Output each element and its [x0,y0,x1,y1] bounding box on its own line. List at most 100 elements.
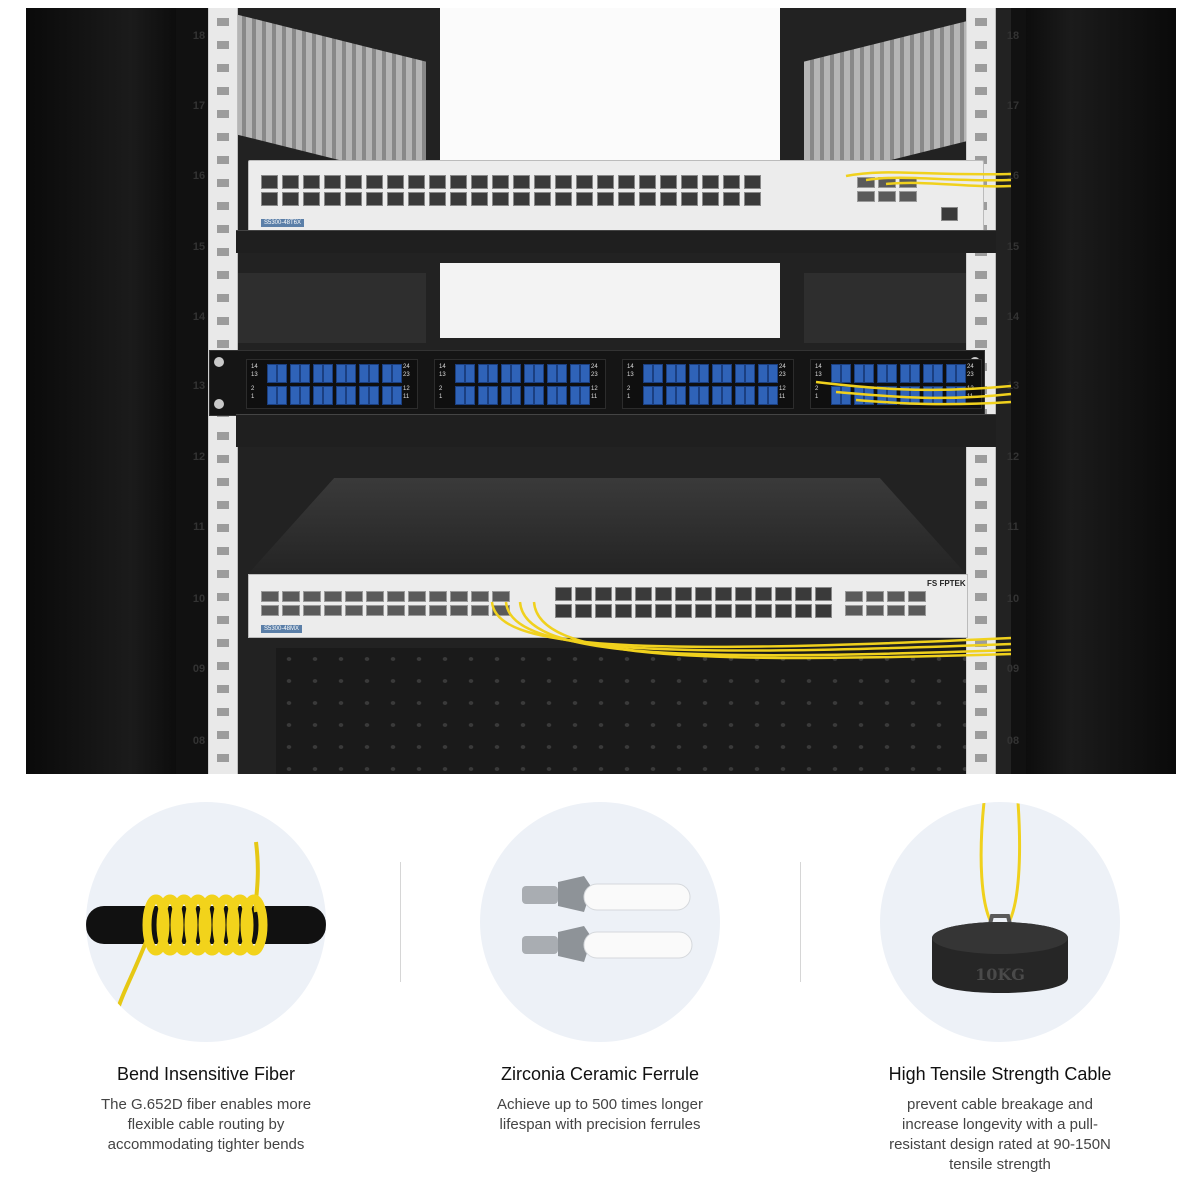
lc-adapter [712,386,722,405]
weight-label: 10KG [975,965,1025,984]
rj45-port [471,175,488,189]
lc-adapter [653,386,663,405]
rack-shelf-left-lower [236,273,426,343]
port-number-label: 23 [967,372,974,378]
lc-adapter [267,364,277,383]
lc-adapter [267,386,277,405]
lc-adapter [653,364,663,383]
rj45-port [261,192,278,206]
rj45-port [695,587,712,601]
port-number-label: 12 [779,386,786,392]
sfp-port [492,591,510,602]
lc-adapter [689,386,699,405]
rj45-port [366,175,383,189]
lc-adapter [290,386,300,405]
port-number-label: 23 [591,372,598,378]
rj45-port [715,587,732,601]
rj45-port-array-bottom [555,587,833,618]
lc-adapter [758,364,768,383]
rj45-port [324,192,341,206]
port-number-label: 2 [627,386,631,392]
port-number-label: 13 [627,372,634,378]
rj45-port [795,604,812,618]
lc-adapter [735,364,745,383]
rj45-port [815,587,832,601]
rj45-port [715,604,732,618]
lc-adapter [722,386,732,405]
lc-adapter [534,386,544,405]
rack-side-panel-left [26,8,176,774]
rj45-port [345,192,362,206]
rj45-port [755,587,772,601]
port-number-label: 14 [627,364,634,370]
rj45-port [282,175,299,189]
lc-adapter [831,386,841,405]
sfp-port [324,591,342,602]
brand-logo: FS FPTEK [927,579,966,588]
lc-adapter [689,364,699,383]
rj45-port [815,604,832,618]
feature-title: Bend Insensitive Fiber [116,1064,296,1084]
rack-unit-number: 10 [192,593,206,605]
rj45-port [513,175,530,189]
port-number-label: 24 [779,364,786,370]
rj45-port [450,192,467,206]
rj45-port [555,587,572,601]
lc-adapter [864,364,874,383]
port-number-label: 11 [779,394,786,400]
rj45-port [534,192,551,206]
rj45-port [555,175,572,189]
lc-adapter [887,364,897,383]
lc-adapter [455,386,465,405]
sfp-port [261,605,279,616]
rj45-port [660,192,677,206]
rack-unit-number: 15 [192,241,206,253]
rj45-port [675,604,692,618]
rj45-port [345,175,362,189]
lc-adapter [933,364,943,383]
lc-adapter [666,364,676,383]
sfp-port [471,591,489,602]
rj45-port [303,192,320,206]
port-number-label: 24 [967,364,974,370]
rj45-port [597,175,614,189]
feature-description: Achieve up to 500 times longer lifespan … [497,1096,703,1133]
rj45-port [471,192,488,206]
rack-unit-number: 11 [193,521,205,533]
fiber-patch-cords [490,171,1012,660]
rack-unit-number: 12 [1006,451,1020,463]
lc-adapter [580,364,590,383]
lc-adapter [580,386,590,405]
lc-adapter [277,386,287,405]
rj45-port [795,587,812,601]
rj45-port [595,587,612,601]
lc-adapter [570,364,580,383]
lc-adapter [722,364,732,383]
port-number-label: 14 [251,364,258,370]
rj45-port [595,604,612,618]
rj45-port [655,587,672,601]
rack-unit-number: 14 [192,311,206,323]
lc-adapter [745,364,755,383]
rj45-port [618,175,635,189]
sfp-port [282,591,300,602]
lc-adapter [488,364,498,383]
sfp-port [387,605,405,616]
lc-adapter [841,364,851,383]
port-number-label: 1 [251,394,255,400]
rj45-port [576,192,593,206]
rj45-port [639,175,656,189]
lc-adapter [900,364,910,383]
rj45-port [492,192,509,206]
lc-adapter [511,364,521,383]
rj45-port [534,175,551,189]
lc-adapter [382,364,392,383]
rack-unit-number: 09 [1006,663,1020,675]
lc-adapter [313,364,323,383]
rack-unit-number: 16 [192,170,206,182]
rj45-port [303,175,320,189]
port-number-label: 2 [251,386,255,392]
